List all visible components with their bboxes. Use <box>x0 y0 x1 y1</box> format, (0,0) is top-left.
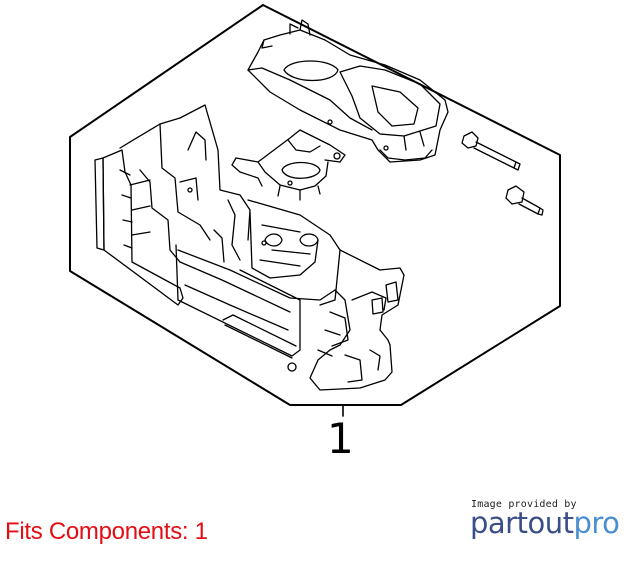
brand-suffix: pro <box>573 506 620 540</box>
cup-holder-insert <box>231 129 346 201</box>
assembly-frame <box>69 4 561 406</box>
bolt-upper <box>461 131 521 171</box>
callout-number: 1 <box>327 414 354 463</box>
image-provided-by-text: Image provided by <box>471 499 577 510</box>
bolt-lower <box>505 185 544 216</box>
parts-diagram <box>69 4 561 417</box>
fits-components-text: Fits Components: 1 <box>5 518 208 545</box>
shift-bezel <box>247 19 449 163</box>
console-body <box>94 104 405 391</box>
brand-part: partout <box>470 506 574 540</box>
partoutpro-logo: partoutpro <box>470 506 620 541</box>
